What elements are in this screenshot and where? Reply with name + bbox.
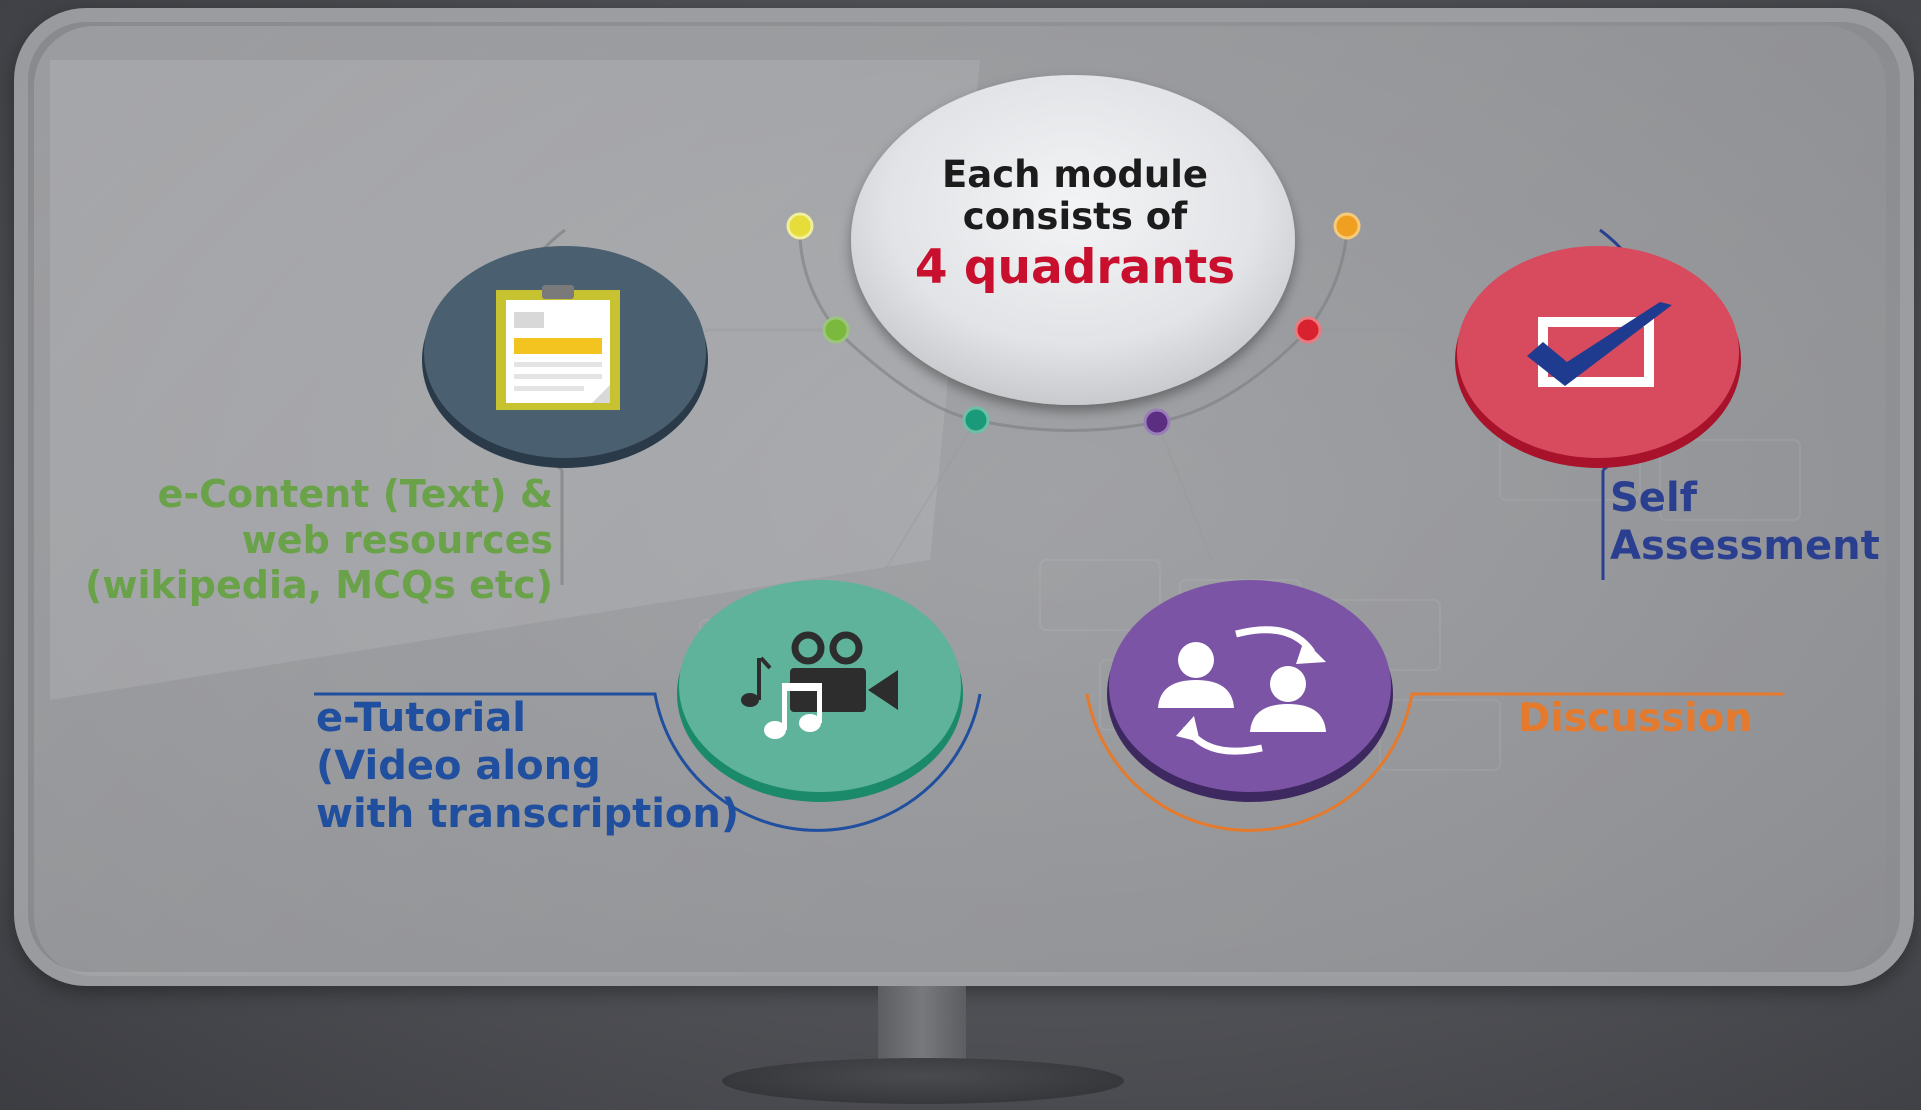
- checkbox-check-icon: [1527, 302, 1672, 387]
- e-tutorial-line-2: (Video along: [316, 743, 601, 789]
- yellow-dot: [786, 212, 814, 240]
- purple-dot: [1143, 408, 1171, 436]
- red-dot: [1294, 316, 1322, 344]
- green-dot: [822, 316, 850, 344]
- people-exchange-icon: [1158, 626, 1326, 755]
- orange-dot: [1333, 212, 1361, 240]
- discussion-line-1: Discussion: [1518, 696, 1753, 741]
- e-tutorial-node: [314, 580, 982, 832]
- e-content-line-3: (wikipedia, MCQs etc): [85, 563, 553, 608]
- self-assessment-label: Self Assessment: [1610, 474, 1880, 570]
- discussion-label: Discussion: [1518, 696, 1752, 743]
- center-line-2: consists of: [962, 194, 1188, 238]
- monitor-stand-base: [722, 1058, 1124, 1104]
- e-content-line-1: e-Content (Text) &: [157, 472, 553, 516]
- e-tutorial-label: e-Tutorial (Video along with transcripti…: [316, 694, 739, 838]
- video-music-icon: [741, 631, 898, 739]
- teal-dot: [962, 406, 990, 434]
- connector-dots: [786, 212, 1361, 436]
- self-assessment-node: [1455, 228, 1741, 580]
- e-tutorial-line-3: with transcription): [316, 791, 740, 837]
- e-content-label: e-Content (Text) & web resources (wikipe…: [85, 472, 553, 609]
- e-content-node: [422, 228, 708, 585]
- e-content-line-2: web resources: [241, 517, 553, 562]
- discussion-node: [1085, 580, 1784, 832]
- self-assessment-line-2: Assessment: [1610, 523, 1880, 569]
- e-tutorial-line-1: e-Tutorial: [316, 695, 526, 741]
- self-assessment-line-1: Self: [1610, 475, 1698, 521]
- clipboard-icon: [496, 285, 620, 410]
- connector-lines: [705, 225, 1455, 571]
- center-line-1: Each module: [942, 153, 1208, 196]
- center-circle: [851, 75, 1295, 405]
- center-heading: Each module consists of: [900, 154, 1250, 238]
- center-highlight: 4 quadrants: [914, 240, 1236, 295]
